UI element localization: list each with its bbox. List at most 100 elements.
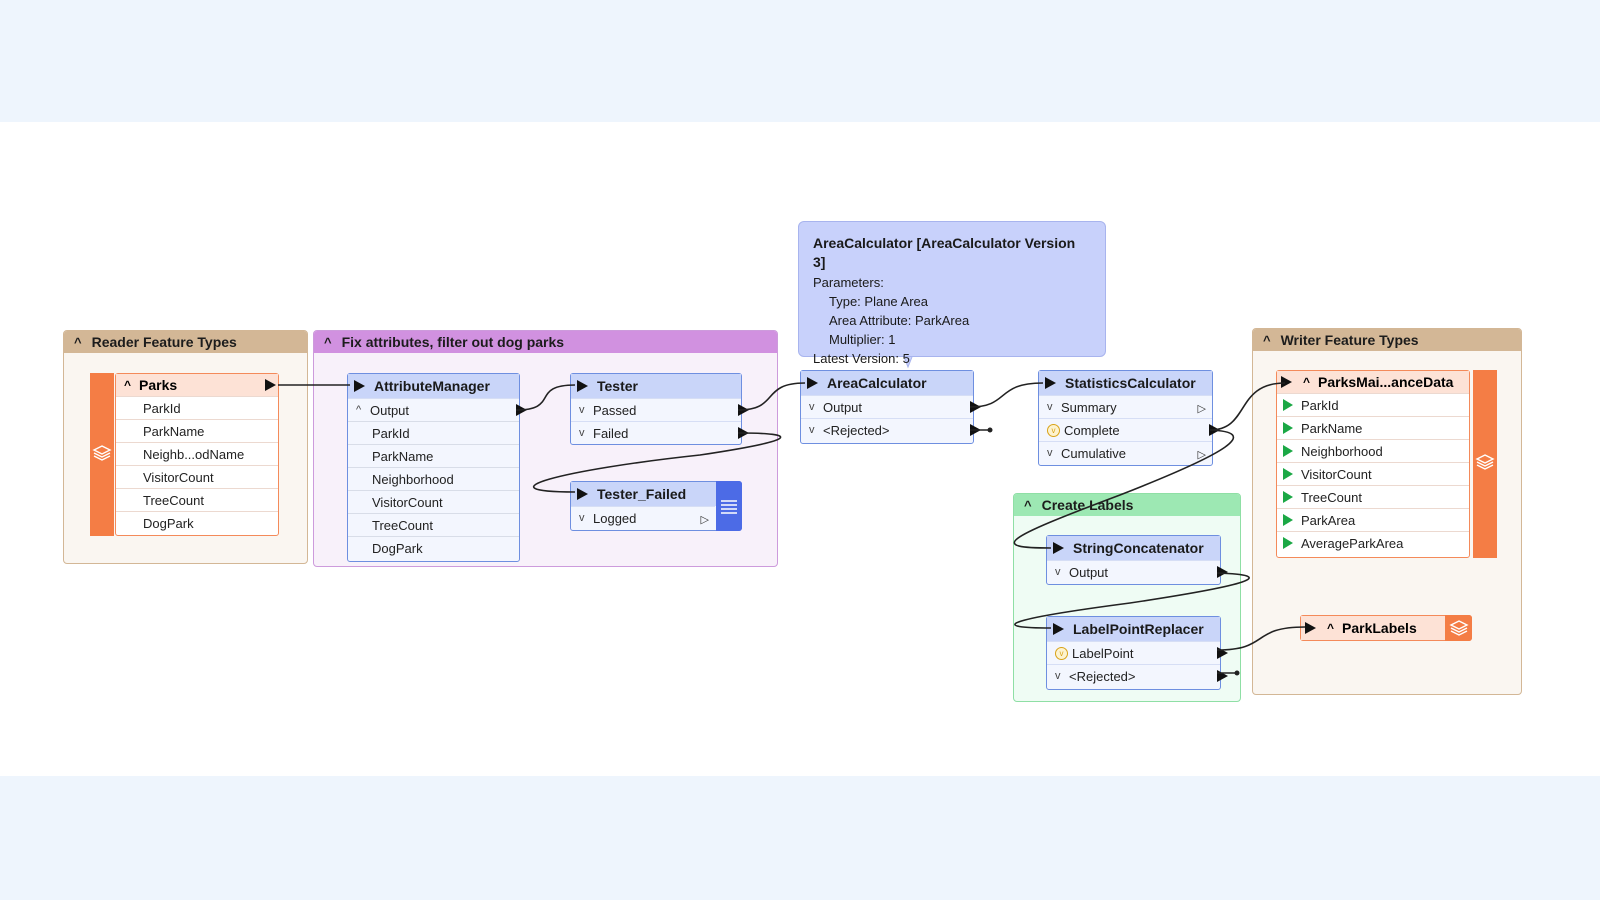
output-port-rejected[interactable]: v <Rejected> bbox=[801, 418, 981, 441]
output-port-output[interactable]: v Output bbox=[801, 395, 981, 418]
feature-type-header[interactable]: ^ ParksMai...anceData bbox=[1277, 371, 1469, 393]
transformer-header[interactable]: Tester bbox=[571, 374, 741, 398]
chevron-up-icon[interactable]: ^ bbox=[356, 404, 362, 416]
transformer-area-calculator[interactable]: AreaCalculator v Output v <Rejected> bbox=[800, 370, 981, 444]
output-port-arrow-icon[interactable]: ▷ bbox=[700, 514, 709, 526]
transformer-tester[interactable]: Tester v Passed v Failed bbox=[570, 373, 749, 445]
tooltip-title: AreaCalculator [AreaCalculator Version 3… bbox=[813, 235, 1076, 270]
chevron-up-icon[interactable]: ^ bbox=[1327, 621, 1335, 635]
chevron-down-icon[interactable]: v bbox=[1047, 447, 1053, 459]
transformer-header[interactable]: LabelPointReplacer bbox=[1047, 617, 1220, 641]
attribute-input-icon bbox=[1283, 422, 1293, 434]
output-port-arrow-icon[interactable] bbox=[738, 404, 749, 416]
output-port-arrow-icon[interactable] bbox=[1209, 424, 1220, 436]
chevron-down-icon[interactable]: v bbox=[1047, 401, 1053, 413]
output-port-summary[interactable]: v Summary ▷ bbox=[1039, 395, 1212, 418]
attribute-label: TreeCount bbox=[1301, 489, 1362, 505]
reader-feature-type-parks[interactable]: ^ Parks ParkId ParkName Neighb...odName … bbox=[90, 373, 279, 536]
chevron-down-icon[interactable]: v bbox=[1055, 670, 1061, 682]
chevron-up-icon[interactable]: ^ bbox=[74, 334, 82, 350]
transformer-tester-failed[interactable]: Tester_Failed v Logged ▷ bbox=[570, 481, 742, 531]
tooltip-line: Type: Plane Area bbox=[829, 294, 929, 309]
attribute-label: ParkName bbox=[1301, 420, 1363, 436]
output-port-rejected[interactable]: v <Rejected> bbox=[1047, 664, 1228, 687]
port-label: LabelPoint bbox=[1072, 645, 1134, 661]
port-label: Output bbox=[370, 402, 410, 418]
transformer-attribute-manager[interactable]: AttributeManager ^ Output ParkId ParkNam… bbox=[347, 373, 527, 562]
attribute-row: Neighborhood bbox=[1277, 439, 1469, 462]
chevron-down-icon[interactable]: v bbox=[809, 401, 815, 413]
attribute-input-icon bbox=[1283, 491, 1293, 503]
chevron-up-icon[interactable]: ^ bbox=[324, 334, 332, 350]
output-port-output[interactable]: v Output bbox=[1047, 560, 1228, 583]
tooltip-line: Area Attribute: ParkArea bbox=[829, 313, 970, 328]
output-port-arrow-icon[interactable]: ▷ bbox=[1197, 403, 1206, 415]
output-port-arrow-icon[interactable] bbox=[738, 427, 749, 439]
attribute-row: TreeCount bbox=[116, 488, 278, 511]
attribute-label: VisitorCount bbox=[1301, 466, 1372, 482]
port-label: Cumulative bbox=[1061, 445, 1127, 461]
transformer-statistics-calculator[interactable]: StatisticsCalculator v Summary ▷ v Compl… bbox=[1038, 370, 1220, 466]
output-port-failed[interactable]: v Failed bbox=[571, 421, 749, 444]
attribute-row: ParkId bbox=[116, 396, 278, 419]
attribute-input-icon bbox=[1283, 445, 1293, 457]
input-port-arrow-icon[interactable] bbox=[1045, 377, 1056, 389]
bookmark-header[interactable]: ^Writer Feature Types bbox=[1253, 329, 1521, 351]
transformer-header[interactable]: StatisticsCalculator bbox=[1039, 371, 1212, 395]
output-port-complete[interactable]: v Complete bbox=[1039, 418, 1220, 441]
attribute-row: Neighb...odName bbox=[116, 442, 278, 465]
input-port-arrow-icon[interactable] bbox=[577, 380, 588, 392]
transformer-string-concatenator[interactable]: StringConcatenator v Output bbox=[1046, 535, 1228, 585]
attribute-row: AverageParkArea bbox=[1277, 531, 1469, 554]
writer-feature-type-park-labels[interactable]: ^ ParkLabels bbox=[1300, 615, 1472, 641]
transformer-header[interactable]: AttributeManager bbox=[348, 374, 519, 398]
port-label: Output bbox=[823, 399, 863, 415]
chevron-down-icon[interactable]: v bbox=[579, 427, 585, 439]
output-port-arrow-icon[interactable] bbox=[1217, 670, 1228, 682]
input-port-arrow-icon[interactable] bbox=[577, 488, 588, 500]
input-port-arrow-icon[interactable] bbox=[1305, 622, 1316, 634]
output-port-arrow-icon[interactable] bbox=[1217, 566, 1228, 578]
output-port-arrow-icon[interactable]: ▷ bbox=[1197, 449, 1206, 461]
feature-type-header[interactable]: ^ ParkLabels bbox=[1301, 616, 1471, 640]
feature-type-accent-bar bbox=[1445, 615, 1472, 641]
bookmark-header[interactable]: ^Create Labels bbox=[1014, 494, 1240, 516]
attribute-input-icon bbox=[1283, 514, 1293, 526]
chevron-up-icon[interactable]: ^ bbox=[1024, 497, 1032, 513]
chevron-up-icon[interactable]: ^ bbox=[1263, 332, 1271, 348]
input-port-arrow-icon[interactable] bbox=[807, 377, 818, 389]
output-port-arrow-icon[interactable] bbox=[265, 379, 276, 391]
writer-feature-type-parks-maintenance[interactable]: ^ ParksMai...anceData ParkId ParkName Ne… bbox=[1276, 370, 1497, 558]
output-port-arrow-icon[interactable] bbox=[516, 404, 527, 416]
output-port-logged[interactable]: v Logged ▷ bbox=[571, 506, 715, 529]
input-port-arrow-icon[interactable] bbox=[1281, 376, 1292, 388]
layers-icon bbox=[1449, 620, 1469, 636]
output-port-cumulative[interactable]: v Cumulative ▷ bbox=[1039, 441, 1212, 464]
tooltip-line: Latest Version: 5 bbox=[813, 351, 910, 366]
attribute-row: ParkName bbox=[348, 444, 519, 467]
chevron-down-icon[interactable]: v bbox=[809, 424, 815, 436]
bookmark-header[interactable]: ^Reader Feature Types bbox=[64, 331, 307, 353]
chevron-up-icon[interactable]: ^ bbox=[124, 378, 132, 392]
output-port-arrow-icon[interactable] bbox=[1217, 647, 1228, 659]
transformer-label-point-replacer[interactable]: LabelPointReplacer v LabelPoint v <Rejec… bbox=[1046, 616, 1228, 690]
transformer-header[interactable]: AreaCalculator bbox=[801, 371, 973, 395]
chevron-down-icon[interactable]: v bbox=[1055, 566, 1061, 578]
chevron-down-icon[interactable]: v bbox=[579, 404, 585, 416]
feature-type-header[interactable]: ^ Parks bbox=[116, 374, 278, 396]
chevron-up-icon[interactable]: ^ bbox=[1303, 375, 1311, 389]
bookmark-header[interactable]: ^Fix attributes, filter out dog parks bbox=[314, 331, 777, 353]
output-port-labelpoint[interactable]: v LabelPoint bbox=[1047, 641, 1228, 664]
attribute-row: ParkArea bbox=[1277, 508, 1469, 531]
chevron-down-icon[interactable]: v bbox=[579, 512, 585, 524]
output-port-arrow-icon[interactable] bbox=[970, 401, 981, 413]
output-port-passed[interactable]: v Passed bbox=[571, 398, 749, 421]
feature-type-accent-bar bbox=[90, 373, 114, 536]
transformer-header[interactable]: StringConcatenator bbox=[1047, 536, 1220, 560]
output-port-arrow-icon[interactable] bbox=[970, 424, 981, 436]
input-port-arrow-icon[interactable] bbox=[1053, 542, 1064, 554]
input-port-arrow-icon[interactable] bbox=[354, 380, 365, 392]
input-port-arrow-icon[interactable] bbox=[1053, 623, 1064, 635]
port-label: Failed bbox=[593, 425, 629, 441]
output-port-row[interactable]: ^ Output bbox=[348, 398, 527, 421]
